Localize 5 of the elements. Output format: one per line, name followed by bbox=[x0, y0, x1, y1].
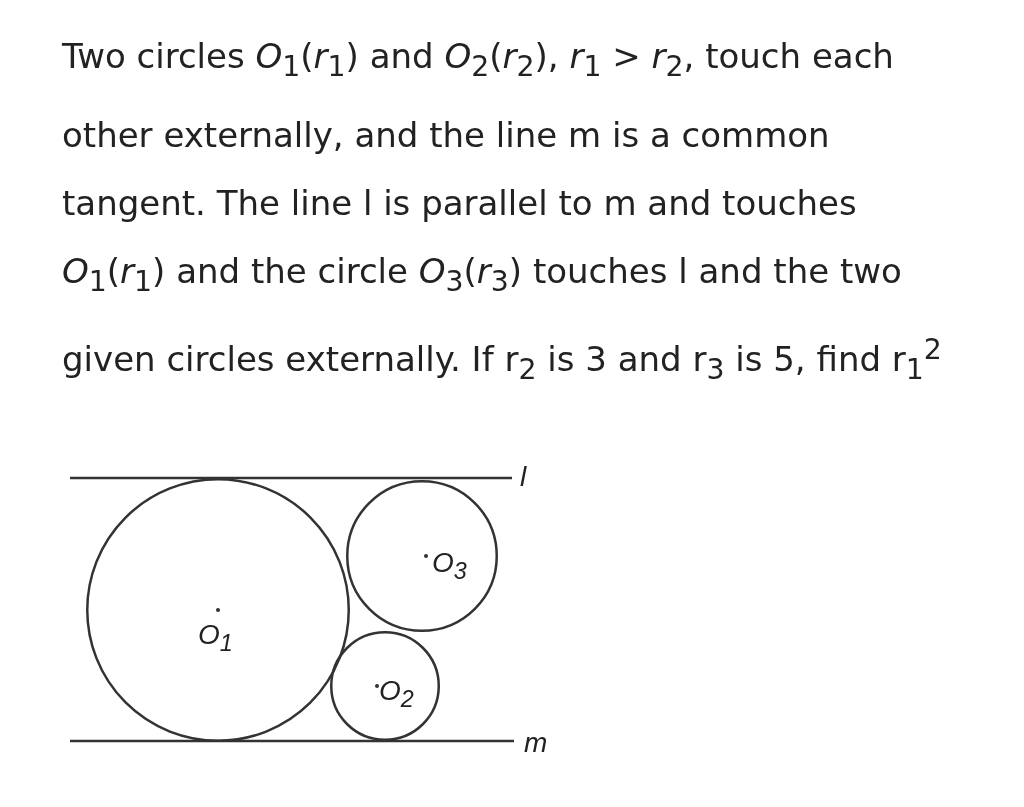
line-label: l bbox=[520, 462, 527, 492]
line-label: m bbox=[524, 728, 548, 758]
centre-label: O$_{1}$ bbox=[198, 620, 233, 658]
centre-label: O$_{2}$ bbox=[379, 676, 414, 714]
centre-label: O$_{3}$ bbox=[432, 548, 467, 586]
